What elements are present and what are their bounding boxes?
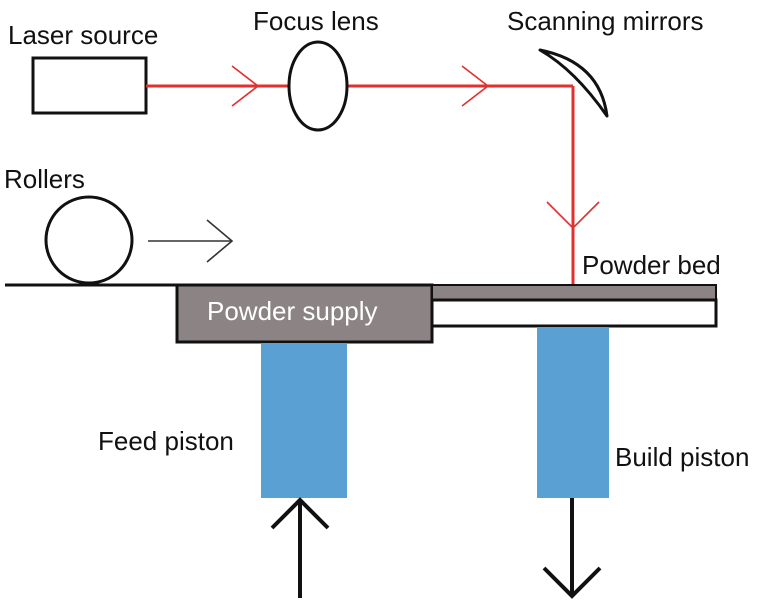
scanning-mirror-shape bbox=[538, 48, 609, 118]
laser-source-label: Laser source bbox=[8, 20, 159, 50]
feed-piston-label: Feed piston bbox=[98, 426, 234, 456]
laser-source-box bbox=[31, 56, 148, 115]
roller-motion-arrow-head bbox=[206, 219, 234, 263]
build-piston-down-arrow-head bbox=[542, 566, 602, 599]
powder-bed-label: Powder bed bbox=[582, 250, 721, 280]
feed-piston-shape bbox=[261, 343, 347, 498]
build-piston-label: Build piston bbox=[615, 442, 750, 472]
build-piston-shape bbox=[537, 327, 609, 498]
powder-supply-container bbox=[175, 283, 434, 344]
powder-supply-label: Powder supply bbox=[207, 296, 378, 326]
beam-direction-chevron-3 bbox=[546, 201, 600, 230]
beam-direction-chevron-2 bbox=[461, 65, 490, 107]
build-chamber bbox=[430, 298, 718, 328]
beam-direction-chevron-1 bbox=[231, 65, 260, 107]
scanning-mirrors-label: Scanning mirrors bbox=[507, 6, 704, 36]
rollers-label: Rollers bbox=[4, 164, 85, 194]
focus-lens-label: Focus lens bbox=[253, 6, 379, 36]
feed-piston-up-arrow-head bbox=[270, 497, 330, 530]
roller-shape bbox=[44, 195, 134, 285]
powder-bed-layer bbox=[431, 284, 717, 301]
focus-lens-shape bbox=[287, 40, 349, 132]
